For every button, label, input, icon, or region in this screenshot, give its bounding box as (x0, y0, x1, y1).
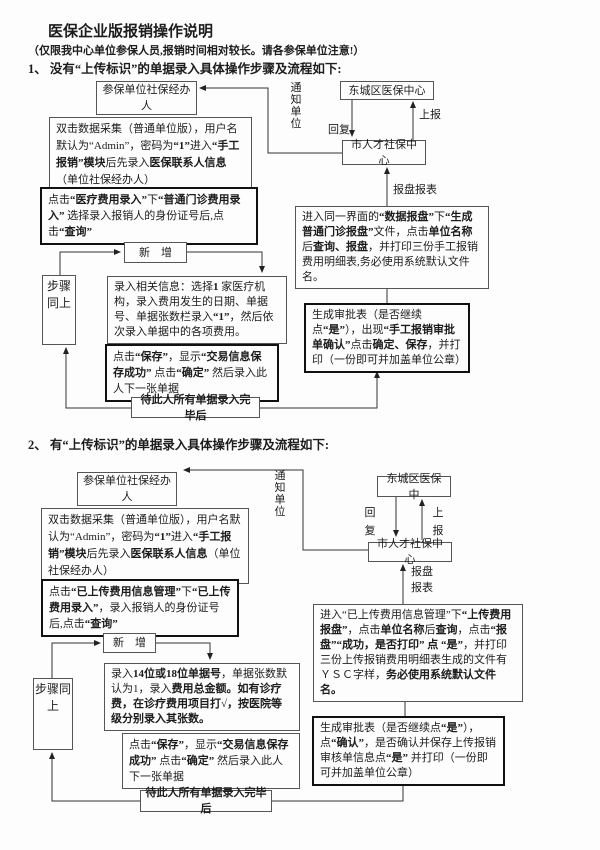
s2-agent-node: 参保单位社保经办人 (77, 472, 177, 506)
s2-add-node: 新 增 (103, 633, 156, 653)
s2-entry-detail-node: 录入14位或18位单据号，单据张数默认为1，录入费用总金额。如有诊疗费，在诊疗费… (104, 663, 300, 731)
section2-heading: 2、 有“上传标识”的单据录入具体操作步骤及流程如下: (28, 438, 330, 452)
s1-city-center-node: 市人才社保中心 (342, 139, 426, 167)
s1-repeat-steps-node: 步骤同上 (42, 275, 76, 345)
s2-repeat-steps-node: 步骤同上 (33, 678, 73, 750)
s1-data-collect-node: 双击数据采集（普通单位版），用户名默认为“Admin”，密码为“1”进入“手工报… (49, 117, 252, 193)
s2-save-node: 点击“保存”，显示“交易信息保存成功” 点击“确定” 然后录入此人下一张单据 (122, 733, 300, 789)
s2-notify-unit-label: 通知单位 (274, 470, 286, 518)
s1-disk-export-node: 进入同一界面的“数据报盘”下“生成普通门诊报盘”文件，点击单位名称后查询、报盘，… (295, 206, 489, 289)
s1-entry-detail-node: 录入相关信息：选择1 家医疗机构，录入费用发生的日期、单据号、单据张数栏录入“1… (107, 276, 287, 344)
s2-city-center-node: 市人才社保中心 (368, 538, 452, 566)
page-title: 医保企业版报销操作说明 (48, 24, 214, 40)
s1-reply-label: 回复 (328, 124, 350, 136)
s2-disk-export-node: 进入“已上传费用信息管理”下“上传费用报盘”，点击单位名称后查询，点击“报盘”“… (313, 604, 523, 702)
s1-notify-unit-label: 通知单位 (290, 82, 302, 130)
s2-uploaded-fee-menu-node: 点击“已上传费用信息管理”下“已上传费用录入”，录入报销人的身份证号后,点击“查… (41, 579, 239, 637)
s2-disk-label-line2: 报表 (411, 582, 433, 594)
section1-heading: 1、 没有“上传标识”的单据录入具体操作步骤及流程如下: (28, 62, 342, 76)
s1-district-center-node: 东城区医保中心 (340, 81, 434, 100)
s1-agent-node: 参保单位社保经办人 (96, 81, 197, 115)
s1-wait-node: 待此人所有单据录入完毕后 (131, 394, 260, 422)
s1-approval-form-node: 生成审批表（是否继续点“是”），出现“手工报销审批单确认”点击确定、保存，并打印… (304, 303, 470, 373)
page-subtitle: （仅限我中心单位参保人员,报销时间相对较长。请各参保单位注意!） (28, 45, 365, 57)
s2-reply-label: 回复 (364, 507, 376, 537)
s1-add-node: 新 增 (124, 242, 187, 263)
s2-wait-node: 待此人所有单据录入完毕后 (140, 787, 272, 815)
s1-report-label: 上报 (419, 109, 441, 121)
s2-data-collect-node: 双击数据采集（普通单位版），用户名默认为“Admin”，密码为“1”进入“手工报… (41, 508, 249, 584)
s2-district-center-node: 东城区医保中 (377, 473, 451, 501)
s1-disk-report-label: 报盘报表 (393, 184, 437, 196)
s2-approval-form-node: 生成审批表（是否继续点“是”），点“确认”，是否确认并保存上传报销审核单信息点“… (312, 716, 505, 786)
s2-report-label: 上报 (432, 507, 444, 537)
s2-disk-label-line1: 报盘 (411, 566, 433, 578)
s1-fee-entry-menu-node: 点击“医疗费用录入”下“普通门诊费用录入” 选择录入报销人的身份证号后,点击“查… (40, 187, 258, 245)
